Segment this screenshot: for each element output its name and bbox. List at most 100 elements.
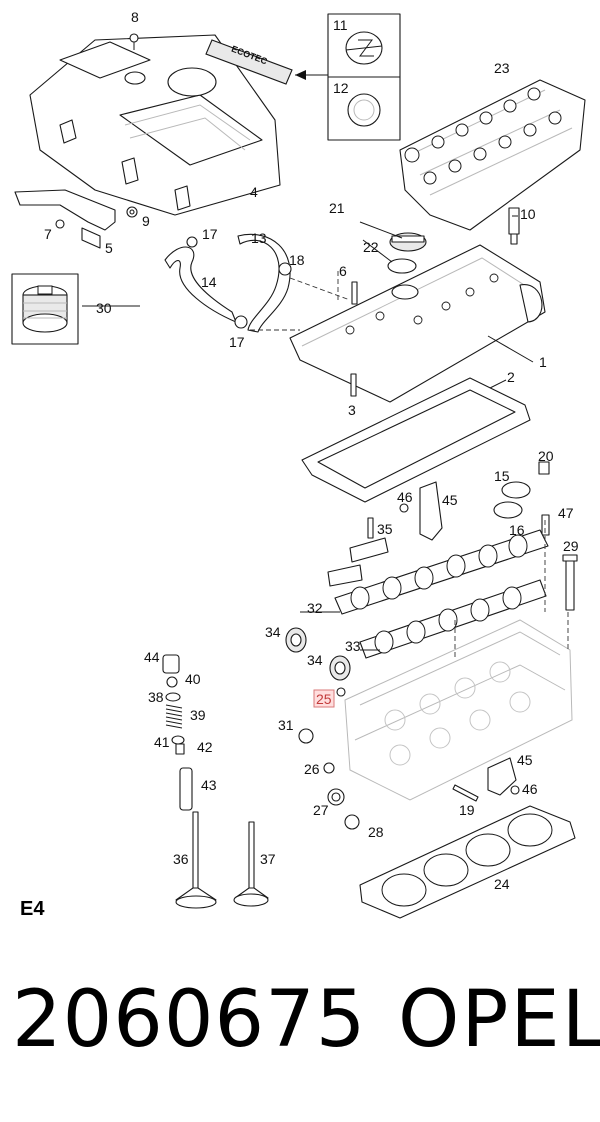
callout-41: 41 <box>154 734 170 750</box>
callout-30: 30 <box>96 300 112 316</box>
part-28-plug <box>344 814 360 830</box>
callout-40: 40 <box>185 671 201 687</box>
part-27-plug <box>327 788 345 806</box>
part-8-bolt <box>129 33 139 50</box>
cylinder-head <box>344 619 573 801</box>
part-7-bolt <box>55 219 65 229</box>
callout-29: 29 <box>563 538 579 554</box>
callout-16: 16 <box>509 522 525 538</box>
callout-47: 47 <box>558 505 574 521</box>
callout-24: 24 <box>494 876 510 892</box>
part-44-tappet <box>162 654 180 674</box>
footer: 2060675 OPEL <box>0 975 600 1095</box>
part-36-intake-valve <box>175 811 217 909</box>
part-17-clamp <box>186 236 248 329</box>
callout-15: 15 <box>494 468 510 484</box>
part-34-camshaft-seal <box>285 627 351 681</box>
part-5-bracket <box>14 189 116 249</box>
part-40-valve-lock <box>166 676 178 688</box>
callout-labels: 8 11 12 23 4 9 7 5 21 22 10 17 13 18 6 1… <box>44 9 579 892</box>
leader-lines <box>82 215 534 651</box>
part-43-valve-guide <box>179 767 193 811</box>
callout-8: 8 <box>131 9 139 25</box>
dashed-guides <box>250 270 569 660</box>
callout-42: 42 <box>197 739 213 755</box>
callout-36: 36 <box>173 851 189 867</box>
callout-31: 31 <box>278 717 294 733</box>
callout-35: 35 <box>377 521 393 537</box>
part-33-camshaft <box>359 579 547 659</box>
callout-13: 13 <box>251 230 267 246</box>
bearing-caps <box>327 537 389 587</box>
part-1-camshaft-cover <box>289 244 546 403</box>
callout-4: 4 <box>250 184 258 200</box>
part-42-valve-seal <box>175 743 185 755</box>
part-9-nut <box>126 206 138 218</box>
part-29-head-bolt <box>562 554 578 611</box>
callout-5: 5 <box>105 240 113 256</box>
part-6-bolt <box>351 281 358 305</box>
callout-34a: 34 <box>265 624 281 640</box>
part-47-dowel <box>541 514 550 536</box>
callout-14: 14 <box>201 274 217 290</box>
callout-38: 38 <box>148 689 164 705</box>
callout-1: 1 <box>539 354 547 370</box>
part-37-exhaust-valve <box>233 821 269 907</box>
callout-19: 19 <box>459 802 475 818</box>
callout-22: 22 <box>363 239 379 255</box>
part-18-clamp <box>278 262 292 276</box>
part-19-bolt <box>452 784 479 802</box>
highlighted-callout-25: 25 <box>313 689 335 708</box>
part-30-detail-box <box>11 273 79 345</box>
engine-cover <box>29 34 281 216</box>
callout-37: 37 <box>260 851 276 867</box>
callout-20: 20 <box>538 448 554 464</box>
part-23-cylinder-head-assembly <box>399 79 586 231</box>
part-10-spark-plug <box>508 207 520 245</box>
callout-46b: 46 <box>522 781 538 797</box>
part-31-plug <box>298 728 314 744</box>
callout-46a: 46 <box>397 489 413 505</box>
part-16-gasket <box>493 501 523 519</box>
part-25-plug <box>336 687 346 697</box>
part-41-spring-seat <box>171 735 185 745</box>
callout-45a: 45 <box>442 492 458 508</box>
callout-32: 32 <box>307 600 323 616</box>
callout-45b: 45 <box>517 752 533 768</box>
part-45-bracket-lower <box>487 757 517 796</box>
callout-43: 43 <box>201 777 217 793</box>
callout-12: 12 <box>333 80 349 96</box>
brand-name: OPEL <box>398 975 600 1065</box>
callout-9: 9 <box>142 213 150 229</box>
callout-26: 26 <box>304 761 320 777</box>
callout-27: 27 <box>313 802 329 818</box>
part-21-oil-filler-cap <box>389 232 427 252</box>
callout-2: 2 <box>507 369 515 385</box>
callout-25: 25 <box>316 691 332 707</box>
part-24-head-gasket <box>359 805 576 919</box>
part-22-seal-ring <box>387 258 417 274</box>
callout-34b: 34 <box>307 652 323 668</box>
section-code: E4 <box>20 898 45 920</box>
callout-21: 21 <box>329 200 345 216</box>
part-26-plug <box>323 762 335 774</box>
part-39-valve-spring <box>165 704 183 729</box>
part-45-bracket <box>419 481 443 541</box>
part-15-cover-plate <box>501 481 531 499</box>
part-38-retainer <box>165 692 181 702</box>
callout-39: 39 <box>190 707 206 723</box>
part-3-bolt <box>350 373 357 397</box>
part-2-cover-gasket <box>301 377 531 503</box>
part-35-bolt <box>367 517 374 539</box>
callout-18: 18 <box>289 252 305 268</box>
callout-11: 11 <box>333 17 348 33</box>
badge-boxes <box>327 13 401 141</box>
callout-44: 44 <box>144 649 160 665</box>
callout-7: 7 <box>44 226 52 242</box>
part-20-sensor <box>538 461 550 475</box>
callout-17b: 17 <box>229 334 245 350</box>
callout-33: 33 <box>345 638 361 654</box>
part-32-camshaft <box>334 529 549 615</box>
callout-17a: 17 <box>202 226 218 242</box>
